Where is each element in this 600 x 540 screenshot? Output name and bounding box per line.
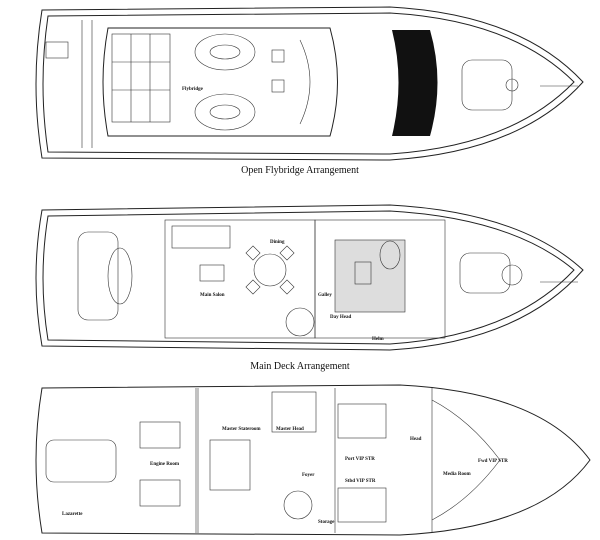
label-galley: Galley [318,293,332,298]
label-master-stateroom: Master Stateroom [222,427,261,432]
label-day-head: Day Head [330,315,351,320]
label-head: Head [410,437,422,442]
label-helm: Helm [372,337,384,342]
main-deck-plan: Dining Main Salon Galley Day Head Helm [35,204,584,351]
label-stbd-vip: Stbd VIP STR [345,479,376,484]
label-flybridge: Flybridge [182,87,204,92]
lower-deck-plan: Engine Room Lazarette Master Stateroom M… [35,384,591,536]
label-master-head: Master Head [276,427,304,432]
flybridge-plan: Flybridge [35,6,584,161]
label-media-room: Media Room [443,472,471,477]
label-lazarette: Lazarette [62,512,83,517]
label-foyer: Foyer [302,473,315,478]
label-engine-room: Engine Room [150,462,180,467]
label-port-vip: Port VIP STR [345,457,375,462]
flybridge-caption: Open Flybridge Arrangement [241,165,359,176]
label-main-salon: Main Salon [200,293,225,298]
label-dining: Dining [270,240,285,245]
main-deck-caption: Main Deck Arrangement [250,361,350,372]
label-fwd-vip: Fwd VIP STR [478,459,508,464]
label-storage: Storage [318,520,335,525]
